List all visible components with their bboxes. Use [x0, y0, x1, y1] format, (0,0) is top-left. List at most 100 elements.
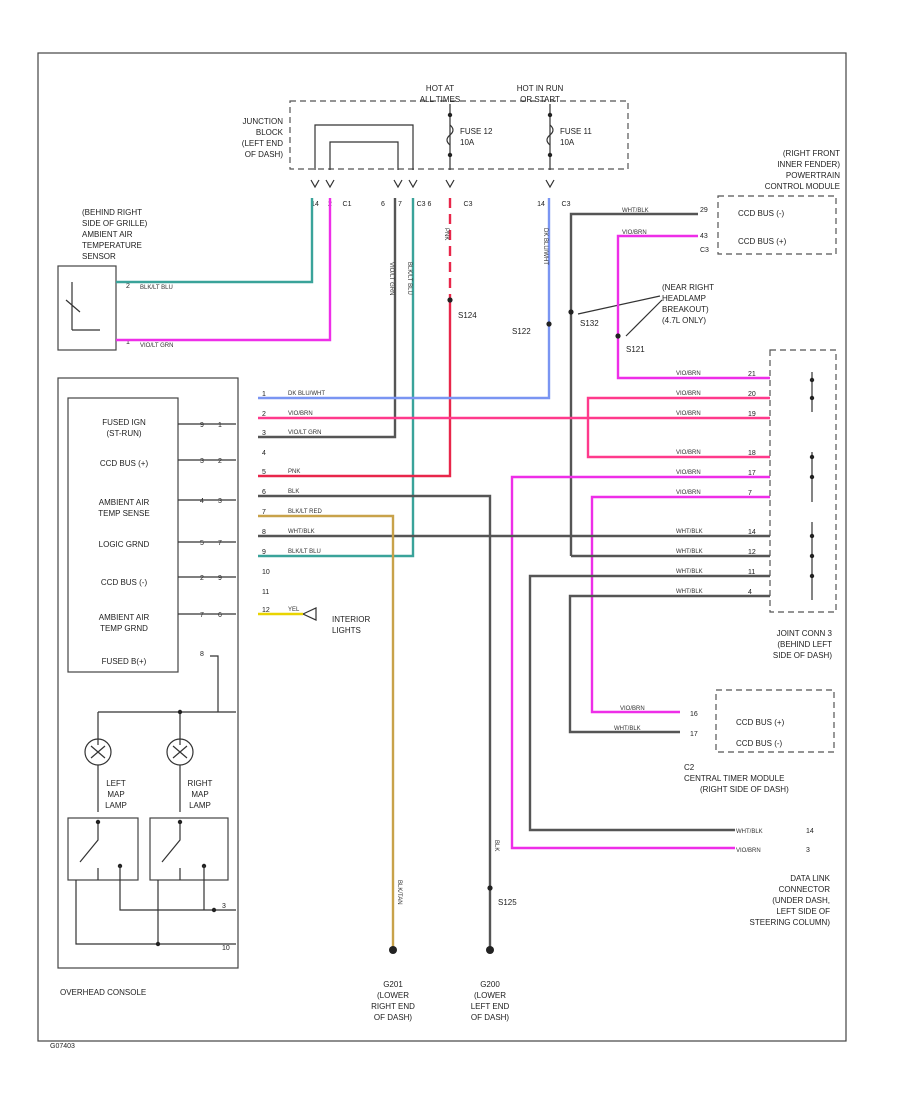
sensor-pin-labels: 2 1 — [126, 283, 130, 346]
svg-text:OF DASH): OF DASH) — [245, 150, 284, 159]
svg-text:7: 7 — [218, 540, 222, 547]
sensor-signal-wire-label: BLK/LT BLU — [140, 285, 173, 291]
svg-text:2: 2 — [218, 458, 222, 465]
console-pin-number: 5 — [262, 469, 266, 476]
svg-text:TEMP GRND: TEMP GRND — [100, 624, 148, 633]
overhead-console-box — [57, 377, 239, 969]
junction-block-label: JUNCTION BLOCK (LEFT END OF DASH) — [242, 117, 284, 159]
svg-text:C2: C2 — [684, 763, 695, 772]
svg-text:STEERING COLUMN): STEERING COLUMN) — [750, 918, 831, 927]
console-pin-number: 6 — [262, 489, 266, 496]
svg-text:MAP: MAP — [107, 790, 124, 799]
svg-text:C3 6: C3 6 — [417, 201, 432, 208]
console-pin-number: 11 — [262, 589, 269, 596]
svg-text:VIO/BRN: VIO/BRN — [736, 848, 761, 854]
pcm-pin-labels: CCD BUS (-) CCD BUS (+) C3 29 43 — [700, 207, 787, 254]
svg-text:CONTROL MODULE: CONTROL MODULE — [765, 182, 840, 191]
lamp-return-dot — [211, 907, 217, 913]
svg-text:LEFT END: LEFT END — [471, 1002, 510, 1011]
svg-text:DATA LINK: DATA LINK — [790, 874, 830, 883]
svg-text:1: 1 — [126, 339, 130, 346]
svg-text:CONNECTOR: CONNECTOR — [779, 885, 831, 894]
svg-text:2: 2 — [200, 575, 204, 582]
jb-blk-blu-wire — [258, 198, 415, 558]
svg-text:WHT/BLK: WHT/BLK — [736, 829, 763, 835]
svg-text:9: 9 — [200, 422, 204, 429]
svg-text:1: 1 — [218, 422, 222, 429]
interior-lights-label: INTERIOR LIGHTS — [332, 615, 370, 635]
svg-text:CCD BUS (+): CCD BUS (+) — [736, 718, 785, 727]
svg-text:7: 7 — [398, 201, 402, 208]
svg-text:OF DASH): OF DASH) — [471, 1013, 510, 1022]
map-lamp-labels: LEFT MAP LAMP RIGHT MAP LAMP — [105, 779, 212, 810]
svg-text:6: 6 — [218, 612, 222, 619]
joint-conn-pin-number: 14 — [748, 529, 756, 536]
thermistor-icon — [65, 282, 100, 331]
svg-text:(UNDER DASH,: (UNDER DASH, — [772, 896, 830, 905]
svg-text:(LOWER: (LOWER — [377, 991, 409, 1000]
wht-blk-dlc-wire — [528, 574, 770, 832]
bundle-wire-label: VIO/BRN — [676, 371, 701, 377]
splice-s125-label: S125 — [498, 898, 517, 907]
console-internal-links — [178, 423, 236, 615]
svg-text:SENSOR: SENSOR — [82, 252, 116, 261]
svg-text:RIGHT END: RIGHT END — [371, 1002, 415, 1011]
svg-text:G200: G200 — [480, 980, 500, 989]
svg-text:OR START: OR START — [520, 95, 560, 104]
svg-text:SIDE OF GRILLE): SIDE OF GRILLE) — [82, 219, 148, 228]
wht-blk-ctm-wire — [568, 594, 770, 734]
svg-text:WHT/BLK: WHT/BLK — [614, 726, 641, 732]
splice-s122-dot — [546, 321, 552, 327]
central-timer-module-label: C2 CENTRAL TIMER MODULE (RIGHT SIDE OF D… — [684, 763, 789, 794]
splice-s124-label: S124 — [458, 311, 477, 320]
svg-text:LIGHTS: LIGHTS — [332, 626, 361, 635]
svg-text:FUSE 11: FUSE 11 — [560, 127, 592, 136]
svg-text:BLK/LT BLU: BLK/LT BLU — [406, 262, 412, 295]
svg-text:HEADLAMP: HEADLAMP — [662, 294, 706, 303]
svg-text:(BEHIND RIGHT: (BEHIND RIGHT — [82, 208, 142, 217]
svg-text:CCD BUS (+): CCD BUS (+) — [738, 237, 787, 246]
svg-text:10: 10 — [222, 945, 230, 952]
svg-text:(LOWER: (LOWER — [474, 991, 506, 1000]
ctm-pin-labels: CCD BUS (+) CCD BUS (-) 16 17 — [690, 711, 785, 748]
jb-terminal-arrows — [310, 179, 555, 189]
bundle-wire-label: WHT/BLK — [676, 529, 703, 535]
pink-jumper-upper — [586, 396, 770, 459]
svg-text:TEMPERATURE: TEMPERATURE — [82, 241, 142, 250]
svg-text:LAMP: LAMP — [189, 801, 211, 810]
joint-conn-pin-number: 17 — [748, 470, 756, 477]
svg-text:4: 4 — [200, 498, 204, 505]
pcm-wht-blk-label: WHT/BLK — [622, 208, 649, 214]
ground-blk-wire-label: BLK — [493, 840, 499, 851]
svg-text:(4.7L ONLY): (4.7L ONLY) — [662, 316, 706, 325]
console-wire-label: BLK/LT RED — [288, 509, 322, 515]
bundle-wire-label: VIO/BRN — [676, 391, 701, 397]
joint-conn-pin-number: 21 — [748, 371, 756, 378]
pnk-fused-wire — [258, 300, 452, 478]
diagram-frame — [37, 52, 847, 1042]
fuse-11: FUSE 11 10A — [546, 104, 592, 170]
joint-conn-pin-number: 7 — [748, 490, 752, 497]
svg-text:PNK: PNK — [443, 228, 449, 240]
svg-text:7: 7 — [200, 612, 204, 619]
svg-text:C3: C3 — [464, 201, 473, 208]
svg-text:(ST-RUN): (ST-RUN) — [106, 429, 141, 438]
svg-text:10A: 10A — [560, 138, 575, 147]
vio-brn-ccd-bus-wire — [616, 234, 770, 380]
joint-conn-3-bars — [809, 372, 815, 600]
svg-text:(RIGHT FRONT: (RIGHT FRONT — [783, 149, 840, 158]
jb-vio-grn-wire — [258, 198, 397, 439]
svg-text:3: 3 — [200, 458, 204, 465]
data-link-connector-label: DATA LINK CONNECTOR (UNDER DASH, LEFT SI… — [750, 874, 831, 927]
console-pin-number: 1 — [262, 391, 266, 398]
data-link-connector-pins: WHT/BLK VIO/BRN 14 3 — [736, 828, 814, 854]
splice-s132-label: S132 — [580, 319, 599, 328]
svg-text:8: 8 — [200, 651, 204, 658]
console-wire-label: BLK/LT BLU — [288, 549, 321, 555]
svg-text:17: 17 — [690, 731, 698, 738]
svg-text:9: 9 — [218, 575, 222, 582]
console-wire-label: BLK — [288, 489, 299, 495]
